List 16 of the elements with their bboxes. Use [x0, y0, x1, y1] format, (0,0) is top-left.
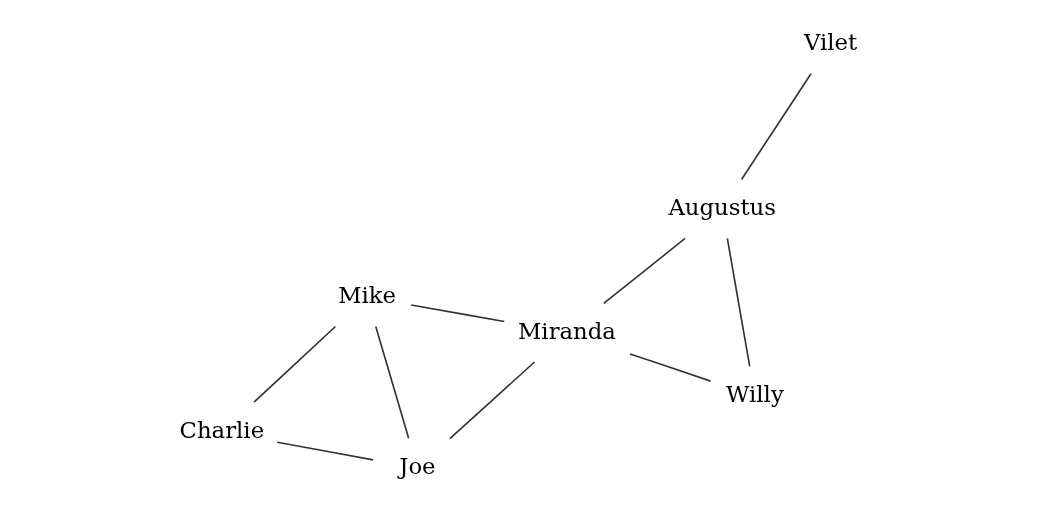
- connector: [252, 325, 336, 403]
- connector: [275, 441, 374, 461]
- node-text: Vilet: [803, 28, 857, 55]
- connector: [602, 237, 686, 305]
- connector: [448, 361, 535, 440]
- connector: [628, 353, 711, 382]
- connector: [726, 237, 751, 368]
- node-text: Joe: [398, 453, 436, 480]
- node-text: Mike: [337, 282, 396, 309]
- node-text: Willy: [725, 381, 784, 408]
- node-text: Augustus: [667, 193, 776, 220]
- node-text: Miranda: [517, 317, 616, 344]
- node-text: Charlie: [179, 417, 264, 444]
- connector: [409, 304, 505, 323]
- connector: [374, 325, 409, 440]
- connector: [740, 72, 812, 181]
